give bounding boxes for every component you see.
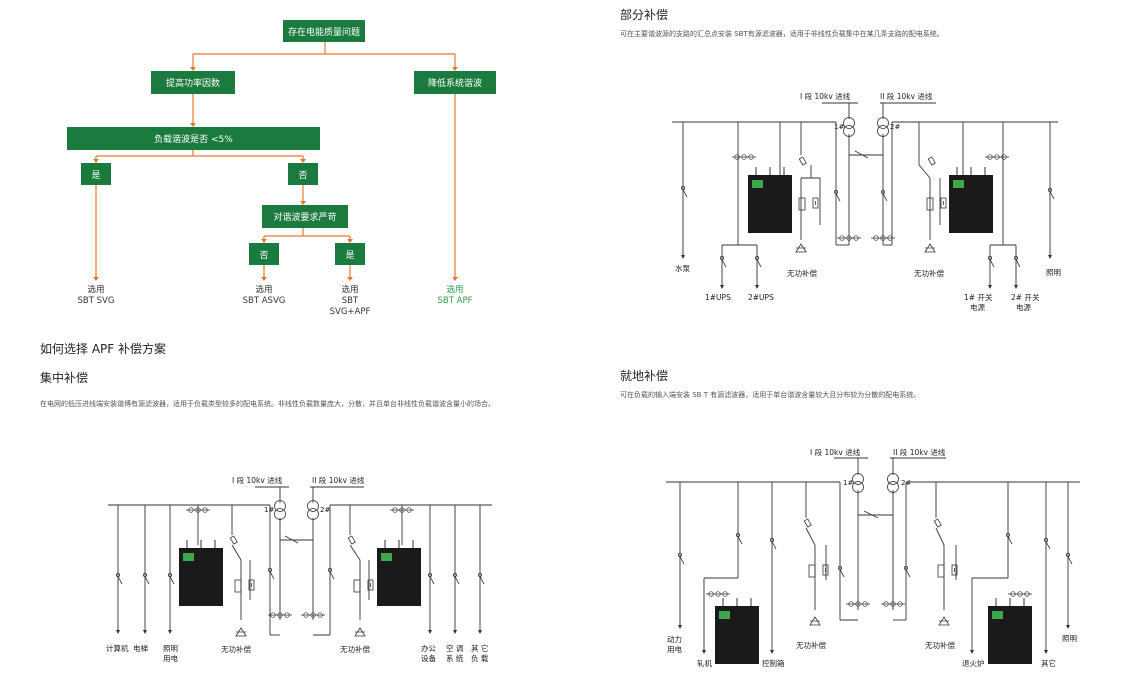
central-elevator: 电梯 — [133, 643, 148, 653]
central-line2: II 段 10kv 进线 — [312, 475, 365, 485]
flow-decision2: 对谐波要求严苛 — [262, 205, 348, 228]
partial-line2: II 段 10kv 进线 — [880, 91, 933, 101]
local-power2: 用电 — [667, 644, 682, 654]
local-reactive2: 无功补偿 — [925, 640, 955, 650]
central-ac2: 系 统 — [446, 653, 464, 663]
partial-ups2: 2#UPS — [748, 293, 774, 302]
partial-line1: I 段 10kv 进线 — [800, 91, 851, 101]
flow-right-branch: 降低系统谐波 — [414, 71, 496, 94]
local-title: 就地补偿 — [620, 369, 669, 383]
central-reactive2: 无功补偿 — [340, 644, 370, 654]
central-other2: 负 载 — [471, 653, 489, 663]
flow-out-asvg: 选用 SBT ASVG — [242, 285, 286, 306]
central-t1: 1# — [264, 506, 274, 514]
local-line1: I 段 10kv 进线 — [810, 447, 861, 457]
flow-out-svg-apf: 选用 SBT SVG+APF — [329, 285, 371, 317]
local-other: 其它 — [1041, 658, 1056, 668]
central-office2: 设备 — [421, 653, 436, 663]
central-lighting2: 用电 — [163, 653, 178, 663]
local-power1: 动力 — [667, 634, 682, 644]
local-furnace: 退火炉 — [962, 658, 985, 668]
local-reactive1: 无功补偿 — [796, 640, 826, 650]
flow-yes1: 是 — [81, 163, 111, 185]
partial-pump: 水泵 — [675, 263, 690, 273]
local-desc: 可在负载的输入端安装 SB T 有源滤波器，适用于单台谐波含量较大且分布较为分散… — [620, 391, 921, 399]
flow-left-branch: 提高功率因数 — [151, 71, 235, 94]
flow-out-apf: 选用 SBT APF — [437, 285, 473, 306]
partial-sw2a: 2# 开关 — [1011, 292, 1040, 302]
partial-reactive1: 无功补偿 — [787, 268, 817, 278]
partial-lighting: 照明 — [1046, 268, 1061, 277]
local-mill: 轧机 — [697, 658, 712, 668]
flow-decision: 负载谐波是否 <5% — [67, 127, 320, 150]
central-other: 其 它 — [471, 643, 488, 653]
partial-ups1: 1#UPS — [705, 293, 731, 302]
partial-sw1a: 1# 开关 — [964, 292, 993, 302]
central-ac: 空 调 — [446, 643, 463, 653]
central-office1: 办公 — [421, 643, 436, 653]
partial-sw2b: 电源 — [1016, 302, 1032, 312]
local-control: 控制箱 — [762, 658, 785, 668]
flow-out-svg: 选用 SBT SVG — [77, 285, 115, 306]
section-title: 如何选择 APF 补偿方案 — [40, 342, 166, 356]
central-t2: 2# — [320, 506, 330, 514]
partial-t1: 1# — [834, 123, 844, 131]
local-t2: 2# — [901, 479, 911, 487]
central-computer: 计算机 — [106, 643, 129, 653]
local-lighting: 照明 — [1062, 634, 1077, 643]
local-t1: 1# — [843, 479, 853, 487]
flow-no2: 否 — [249, 243, 279, 265]
partial-desc: 可在主要谐波源的支路的汇总点安装 SBT有源滤波器，适用于非线性负载集中在某几条… — [620, 30, 944, 38]
partial-title: 部分补偿 — [620, 8, 669, 22]
central-lighting1: 照明 — [163, 644, 178, 653]
local-line2: II 段 10kv 进线 — [893, 447, 946, 457]
partial-reactive2: 无功补偿 — [914, 268, 944, 278]
flow-root: 存在电能质量问题 — [283, 20, 365, 42]
partial-sw1b: 电源 — [970, 302, 985, 312]
flow-no1: 否 — [288, 163, 318, 185]
central-reactive1: 无功补偿 — [221, 644, 251, 654]
flow-yes2: 是 — [335, 243, 365, 265]
central-line1: I 段 10kv 进线 — [232, 475, 283, 485]
partial-t2: 2# — [890, 123, 900, 131]
centralized-title: 集中补偿 — [40, 371, 89, 385]
centralized-desc: 在电网的低压进线端安装谐博有源滤波器，适用于负载类型较多的配电系统。非线性负载数… — [40, 400, 495, 408]
